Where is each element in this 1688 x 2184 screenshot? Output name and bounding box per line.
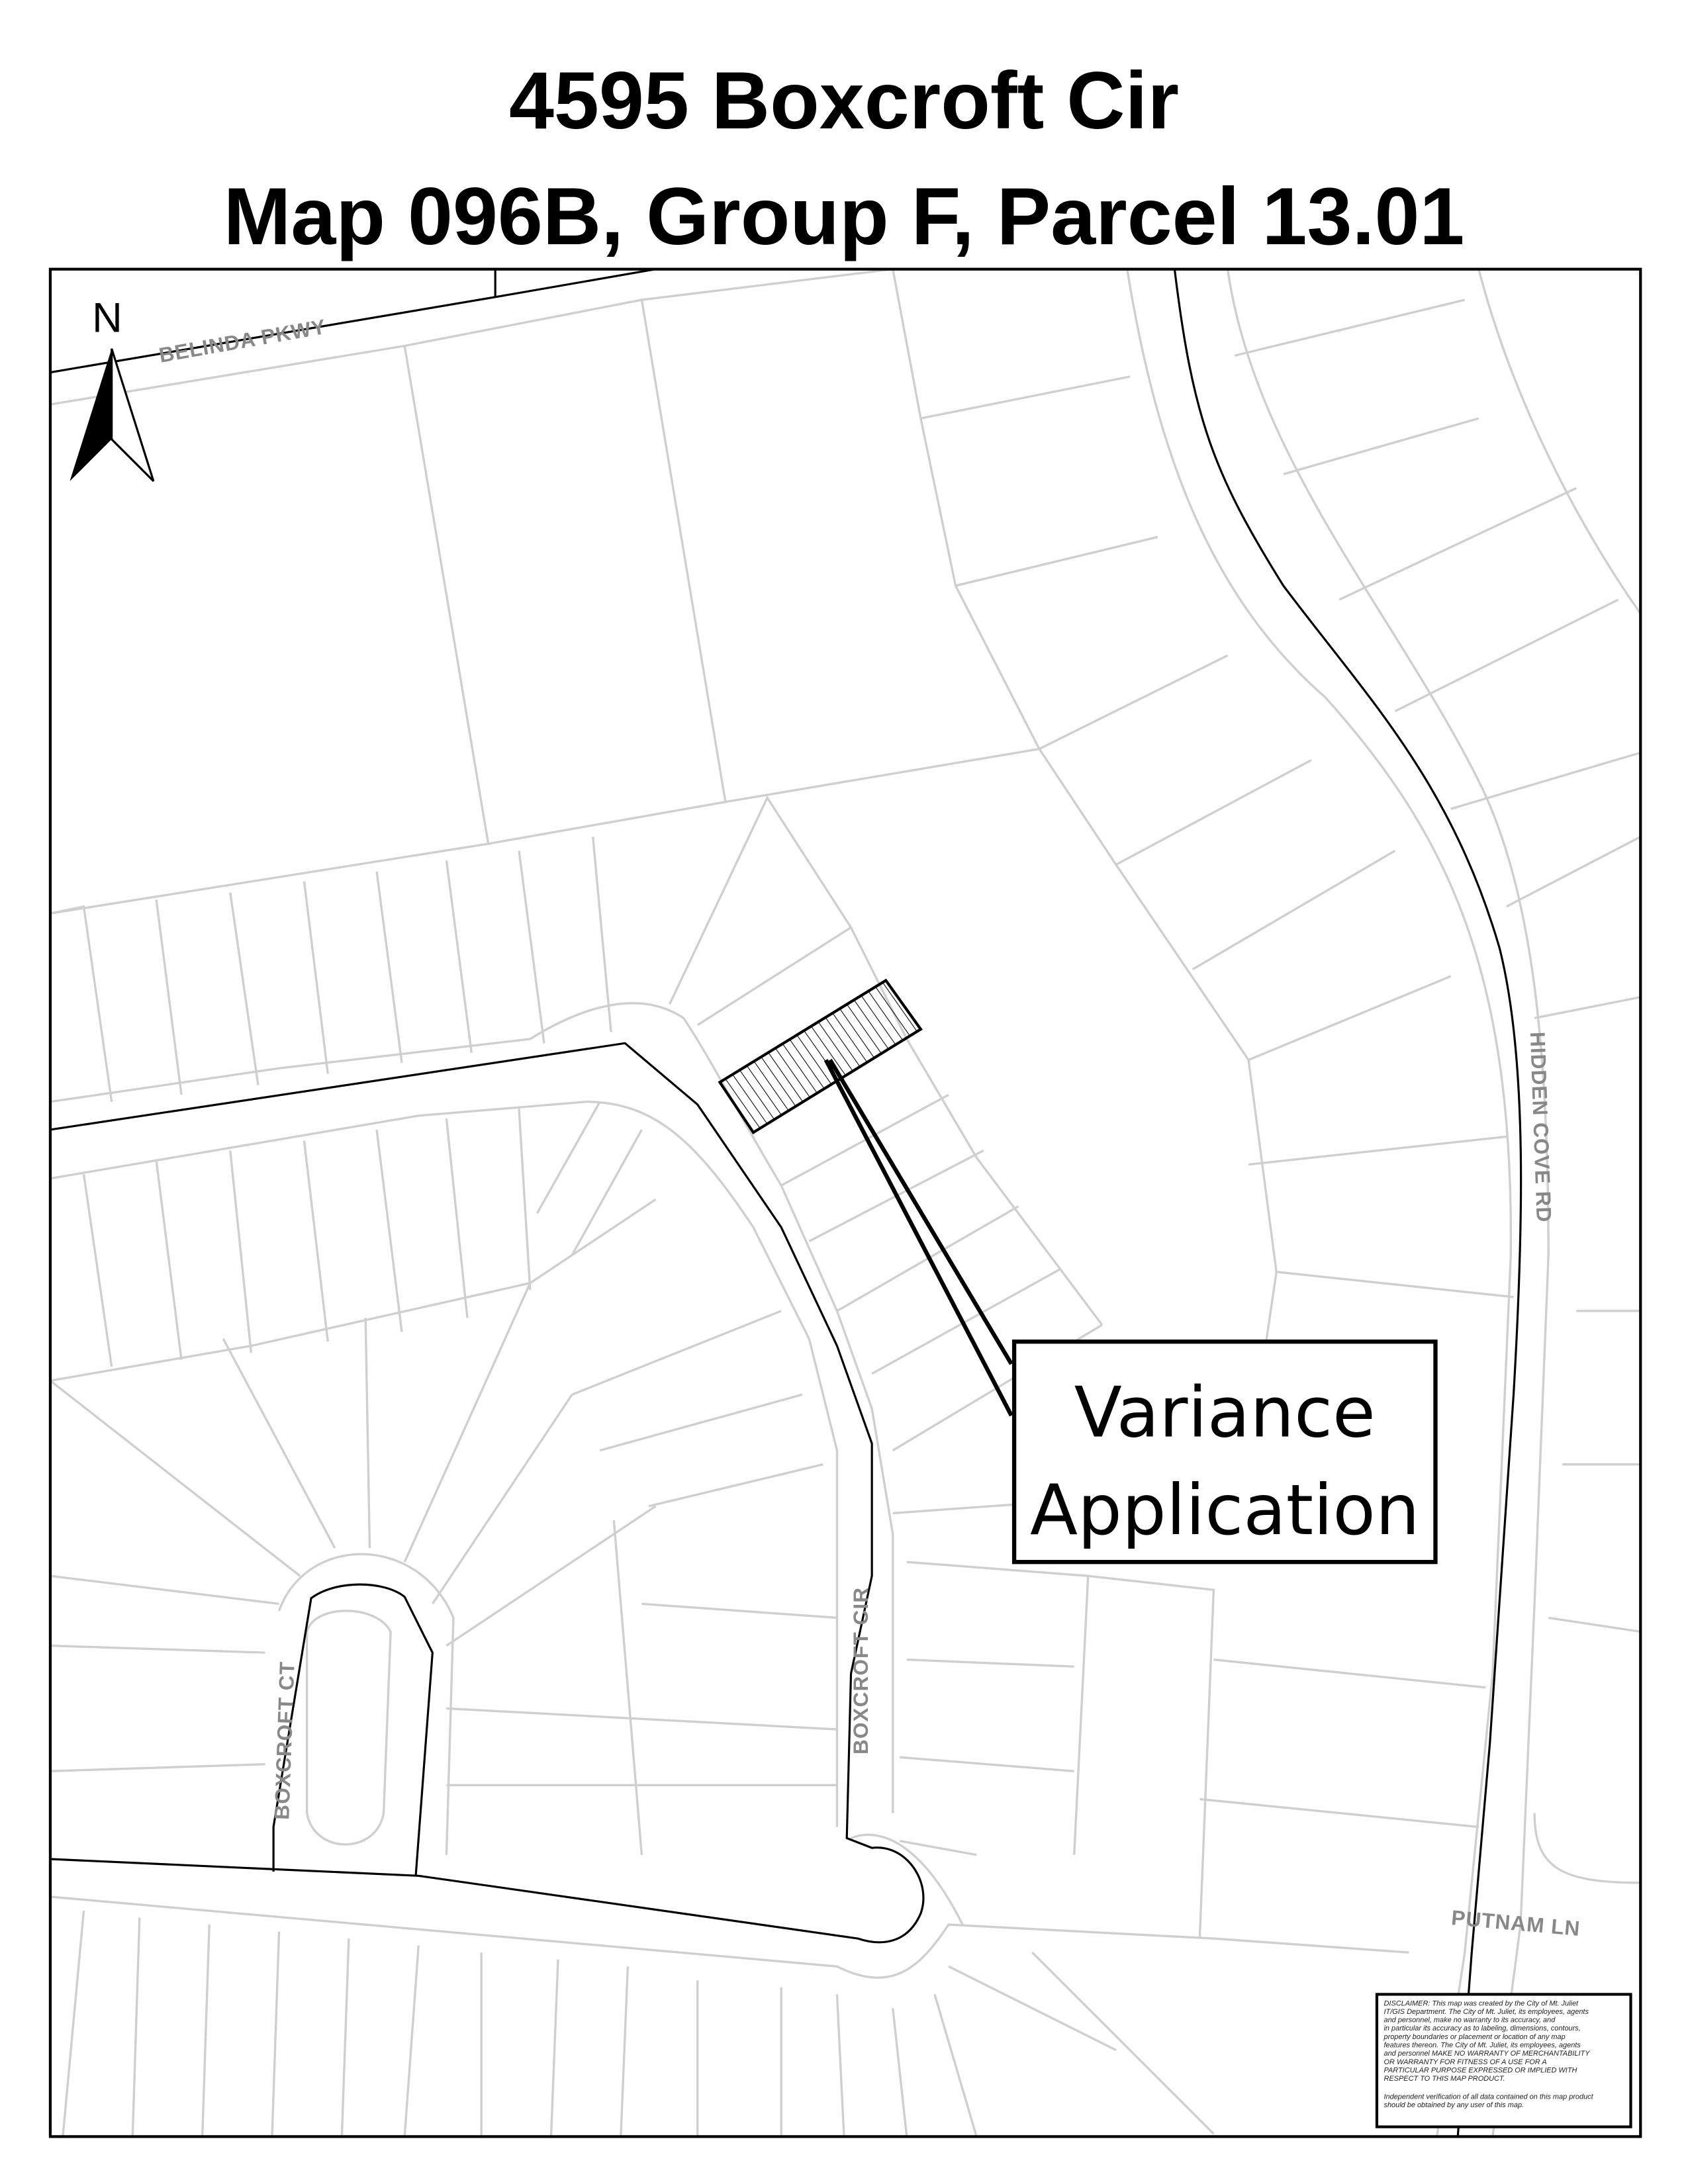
disclaimer-line: IT/GIS Department. The City of Mt. Julie… (1384, 2008, 1589, 2016)
north-arrow: N (70, 295, 155, 482)
road-label-hidden-cove-rd: HIDDEN COVE RD (1526, 1031, 1556, 1223)
disclaimer-footer: Independent verification of all data con… (1384, 2093, 1594, 2101)
parcel-lines (50, 269, 1641, 2137)
road-label-boxcroft-ct: BOXCROFT CT (269, 1661, 299, 1820)
variance-callout: Variance Application (1011, 1340, 1438, 1565)
disclaimer-line: OR WARRANTY FOR FITNESS OF A USE FOR A (1384, 2058, 1547, 2066)
north-label: N (92, 295, 122, 341)
map-body: BELINDA PKWY HIDDEN COVE RD BOXCROFT CIR… (50, 269, 1641, 2137)
disclaimer-line: DISCLAIMER: This map was created by the … (1384, 1999, 1579, 2007)
road-label-belinda-pkwy: BELINDA PKWY (157, 314, 328, 367)
disclaimer-line: and personnel MAKE NO WARRANTY OF MERCHA… (1384, 2050, 1591, 2058)
callout-pointer (823, 1058, 1013, 1417)
disclaimer-box: DISCLAIMER: This map was created by the … (1375, 1993, 1632, 2128)
road-label-putnam-ln: PUTNAM LN (1450, 1905, 1581, 1940)
title-address: 4595 Boxcroft Cir (509, 55, 1179, 146)
road-label-boxcroft-cir: BOXCROFT CIR (849, 1587, 872, 1754)
subject-parcel[interactable] (718, 978, 923, 1134)
callout-line1: Variance (1074, 1371, 1376, 1453)
disclaimer-line: in particular its accuracy as to labelin… (1384, 2025, 1581, 2032)
disclaimer-footer: should be obtained by any user of this m… (1384, 2101, 1524, 2109)
disclaimer-line: and personnel, make no warranty to its a… (1384, 2017, 1556, 2025)
road-centerlines (50, 269, 1523, 2137)
map-frame (48, 267, 1642, 2138)
disclaimer-line: property boundaries or placement or loca… (1383, 2033, 1566, 2041)
callout-line2: Application (1030, 1469, 1420, 1551)
north-arrow-icon (70, 348, 112, 482)
disclaimer-line: RESPECT TO THIS MAP PRODUCT. (1384, 2075, 1505, 2083)
disclaimer-line: PARTICULAR PURPOSE EXPRESSED OR IMPLIED … (1384, 2066, 1577, 2074)
title-parcel: Map 096B, Group F, Parcel 13.01 (224, 171, 1465, 261)
disclaimer-line: features thereon. The City of Mt. Juliet… (1384, 2041, 1581, 2049)
